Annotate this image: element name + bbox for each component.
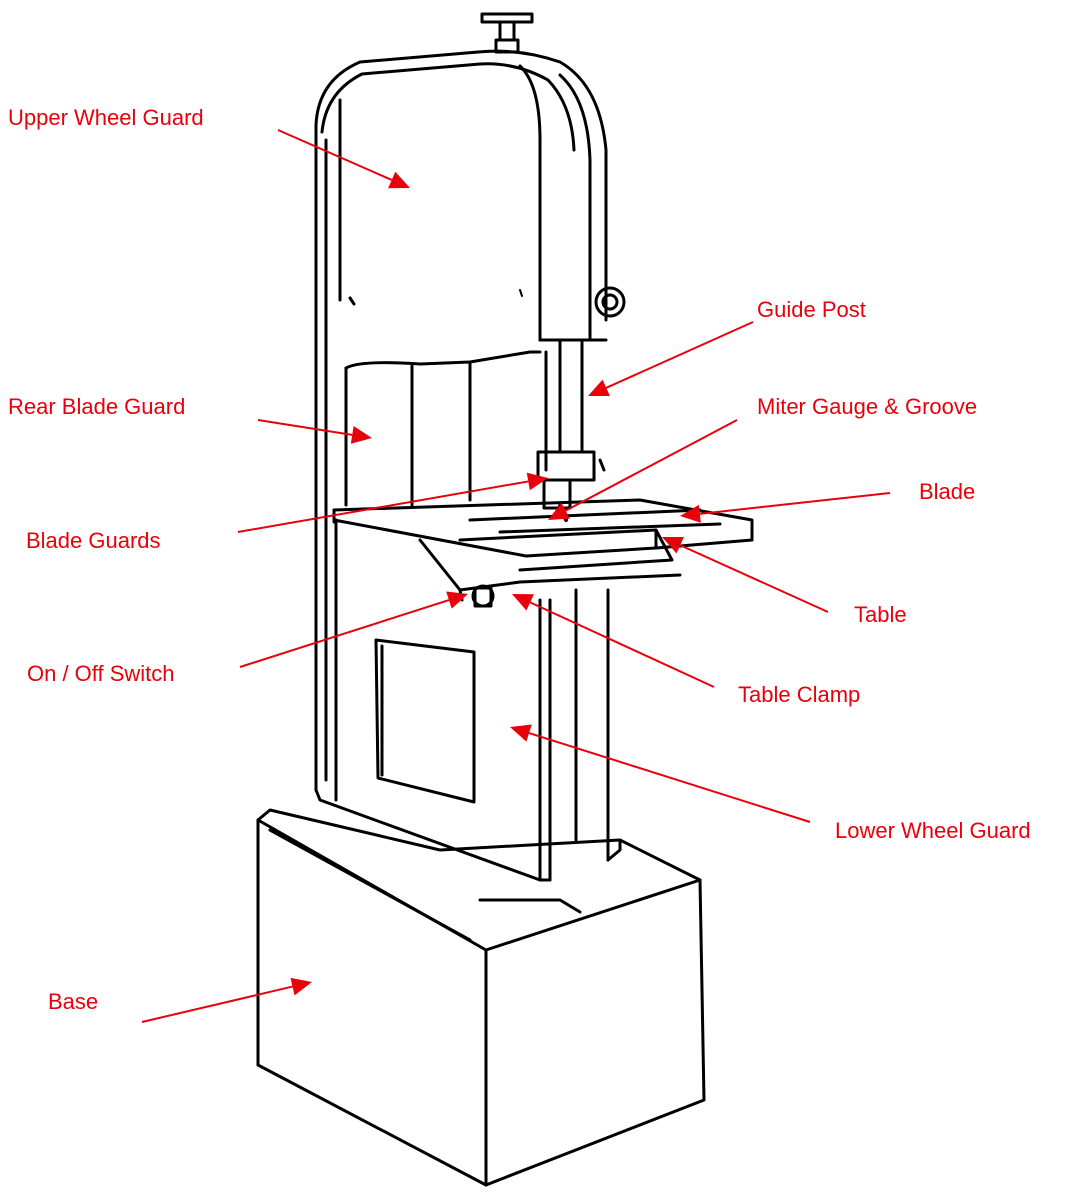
- arrow-line: [679, 544, 829, 613]
- arrow-line: [699, 492, 891, 515]
- label-rear-blade-guard: Rear Blade Guard: [8, 394, 186, 419]
- arrow-head: [510, 724, 532, 742]
- arrow-line: [257, 419, 353, 436]
- label-table: Table: [854, 602, 907, 627]
- arrow-head: [680, 504, 701, 523]
- arrow-head: [512, 594, 534, 611]
- label-base: Base: [48, 989, 99, 1014]
- rear-blade-guard-shape: [344, 350, 542, 507]
- arrow-head: [548, 502, 570, 520]
- arrow-guide-post: [588, 321, 754, 397]
- arrow-base: [141, 977, 312, 1023]
- arrow-lower-wheel-guard: [510, 724, 811, 823]
- trunnion-switch-shape: [418, 538, 682, 608]
- label-upper-wheel-guard: Upper Wheel Guard: [8, 105, 204, 130]
- label-miter-gauge-groove: Miter Gauge & Groove: [757, 394, 978, 419]
- arrow-head: [290, 977, 312, 996]
- arrow-miter-gauge-groove: [548, 419, 738, 520]
- arrow-blade: [680, 492, 891, 523]
- arrow-on-off-switch: [239, 591, 468, 668]
- label-blade-guards: Blade Guards: [26, 528, 161, 553]
- arrow-table-clamp: [512, 594, 715, 688]
- arrow-head: [526, 472, 548, 491]
- table-shape: [332, 498, 754, 572]
- arrow-line: [605, 321, 754, 389]
- label-on-off-switch: On / Off Switch: [27, 661, 175, 686]
- arrow-head: [446, 591, 468, 609]
- arrow-table: [662, 537, 829, 613]
- base-shape: [256, 808, 706, 1187]
- upper-wheel-guard-shape: [314, 49, 626, 792]
- arrow-line: [565, 419, 738, 512]
- guide-post-shape: [536, 338, 606, 510]
- arrow-line: [237, 480, 529, 533]
- arrow-upper-wheel-guard: [277, 129, 410, 189]
- label-guide-post: Guide Post: [757, 297, 866, 322]
- lower-wheel-guard-shape: [314, 518, 622, 882]
- label-table-clamp: Table Clamp: [738, 682, 861, 707]
- arrow-blade-guards: [237, 472, 548, 533]
- arrow-head: [662, 537, 684, 554]
- arrow-head: [350, 425, 372, 444]
- label-lower-wheel-guard: Lower Wheel Guard: [835, 818, 1031, 843]
- arrow-line: [528, 732, 811, 823]
- label-blade: Blade: [919, 479, 976, 504]
- arrow-head: [388, 171, 410, 189]
- arrow-head: [588, 379, 610, 397]
- arrow-line: [529, 601, 715, 688]
- arrow-line: [277, 129, 393, 181]
- arrow-line: [239, 599, 450, 668]
- arrow-line: [141, 985, 293, 1023]
- arrow-rear-blade-guard: [257, 419, 372, 444]
